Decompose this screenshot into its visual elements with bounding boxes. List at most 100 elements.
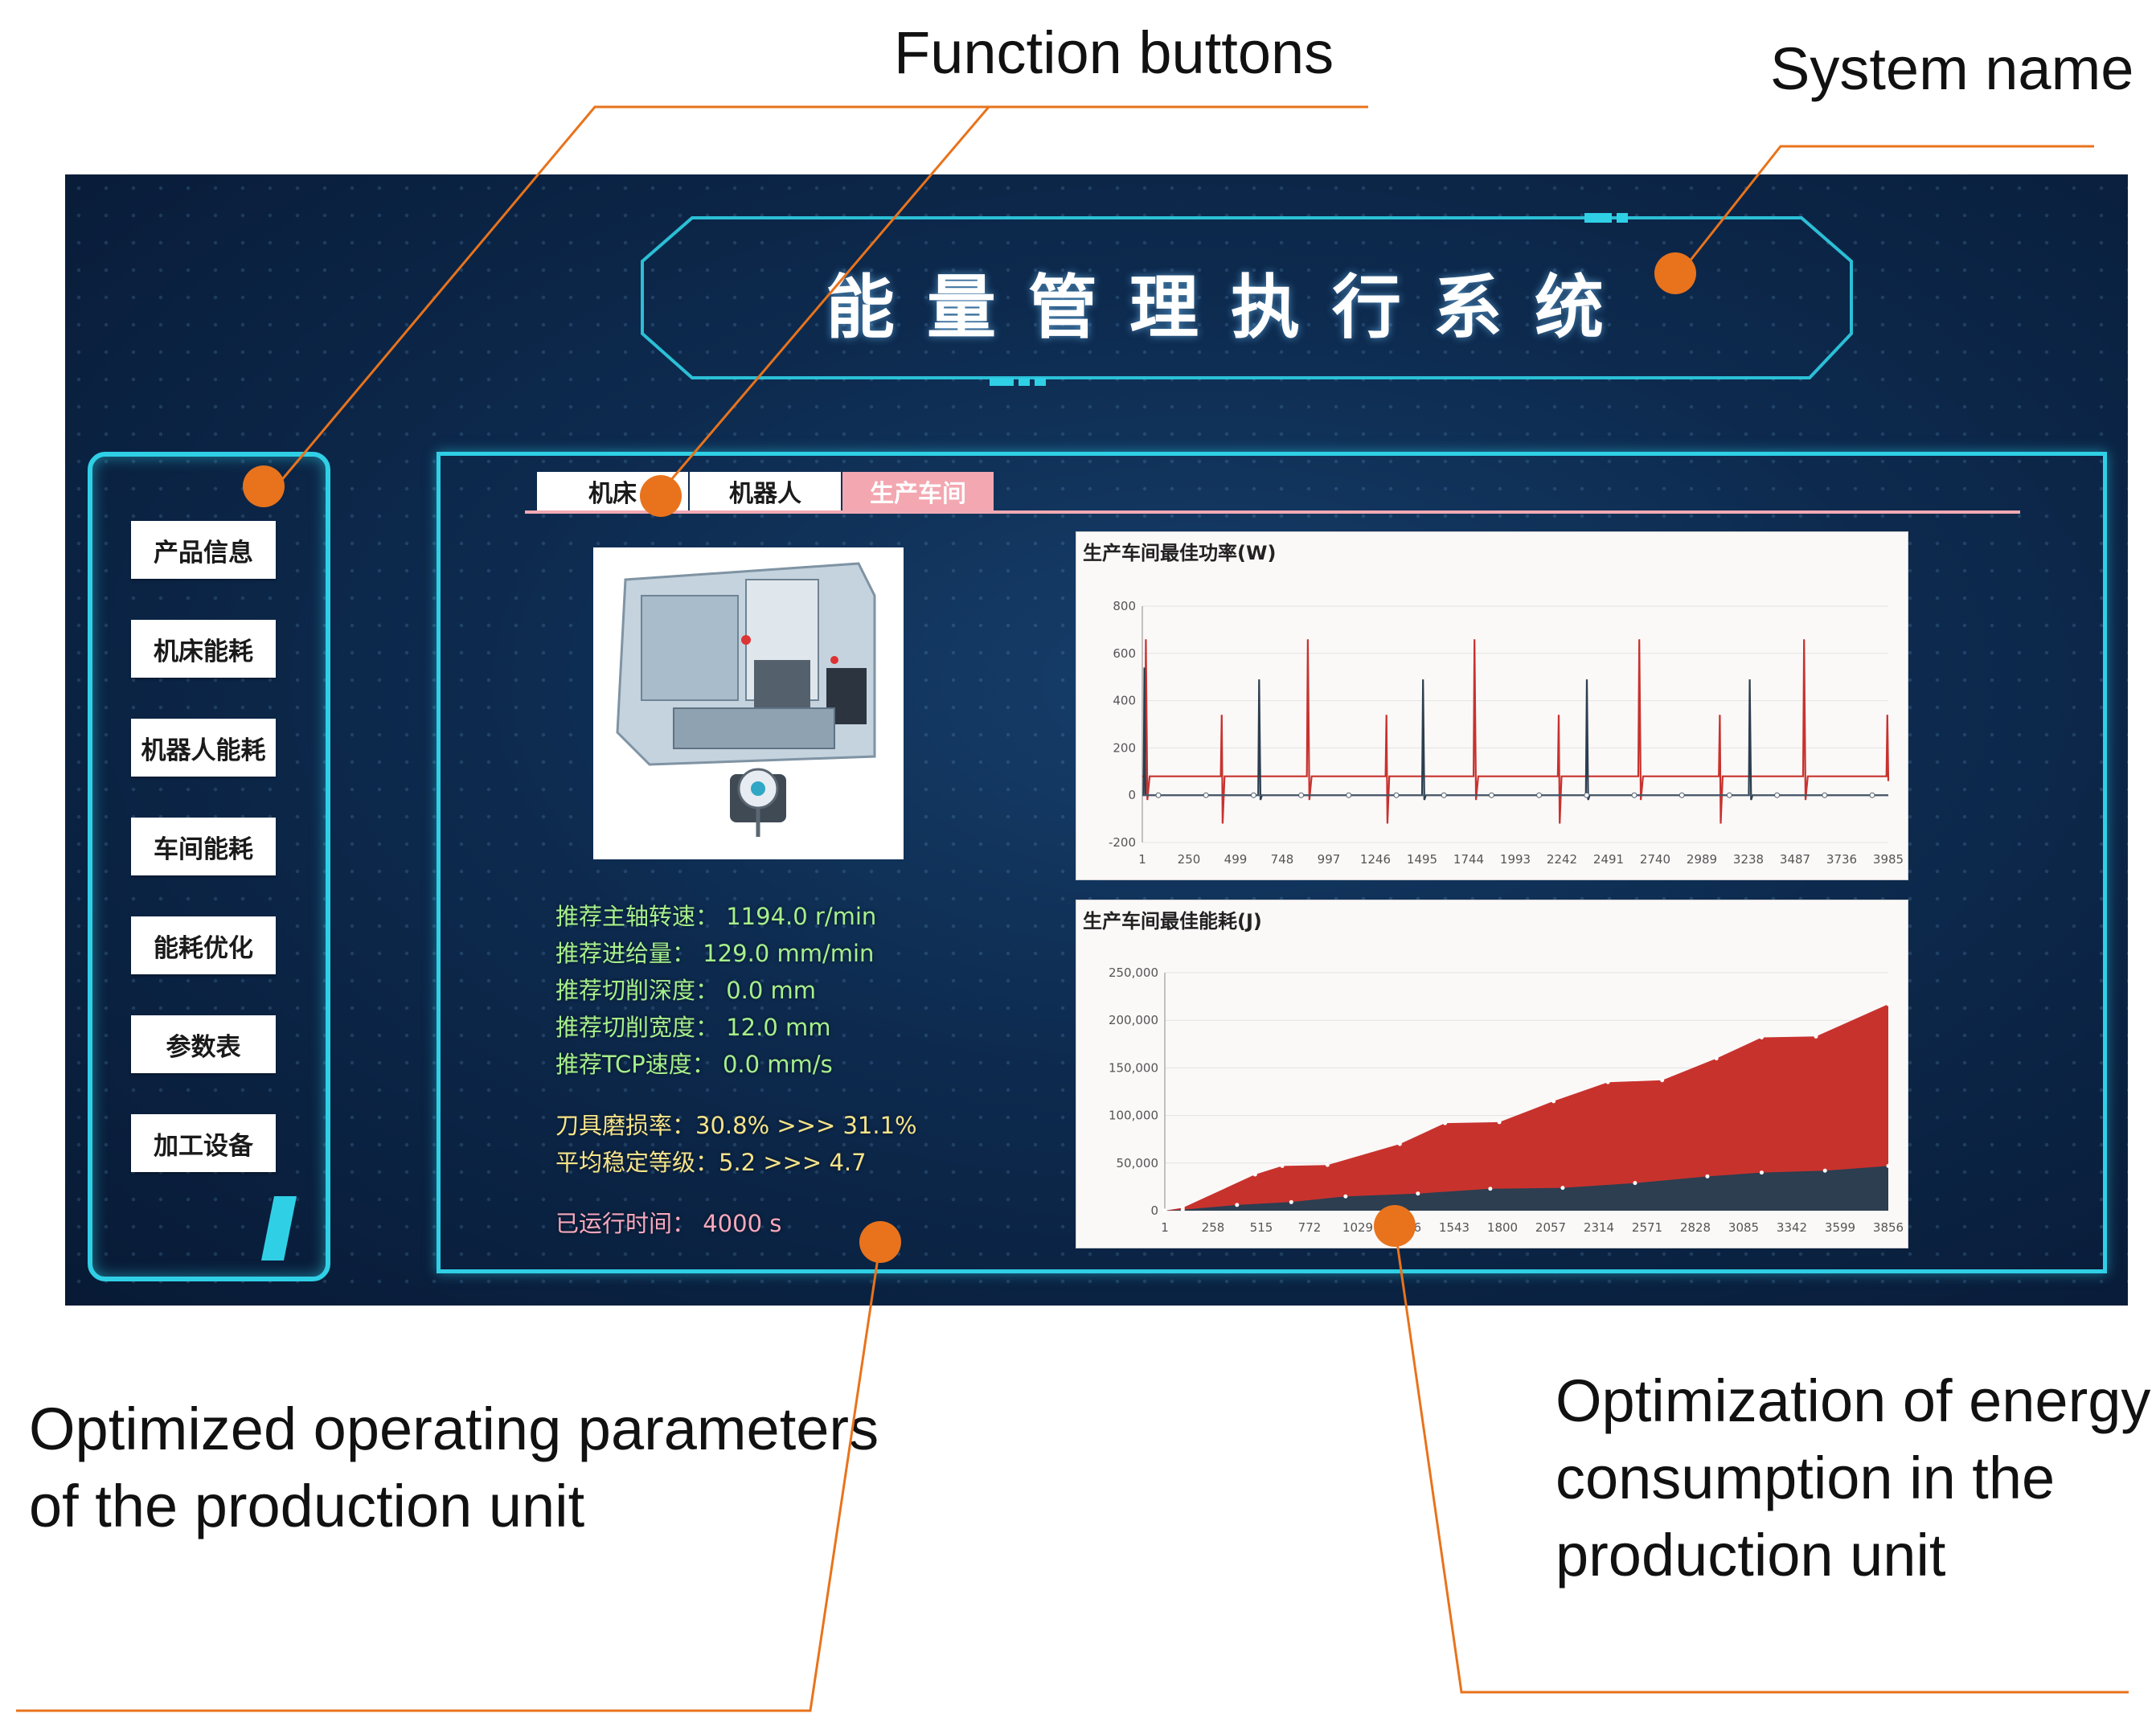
tab-underline (525, 510, 2020, 514)
baseline-marker (1393, 792, 1400, 798)
x-tick-label: 3736 (1826, 852, 1857, 867)
x-tick-label: 1993 (1500, 852, 1531, 867)
sidebar-item-parameter-table[interactable]: 参数表 (131, 1015, 276, 1073)
x-tick-label: 250 (1178, 852, 1201, 867)
sidebar-item-processing-equipment[interactable]: 加工设备 (131, 1114, 276, 1172)
baseline-marker (1678, 792, 1685, 798)
machine-tool-image (593, 547, 904, 859)
baseline-marker (1203, 792, 1209, 798)
baseline-marker (1869, 792, 1875, 798)
data-point (1235, 1203, 1240, 1207)
x-tick-label: 258 (1202, 1220, 1225, 1235)
sidebar-item-robot-energy[interactable]: 机器人能耗 (131, 719, 276, 777)
baseline-marker (1441, 792, 1447, 798)
x-tick-label: 2989 (1687, 852, 1717, 867)
baseline-marker (1298, 792, 1305, 798)
x-tick-label: 2828 (1680, 1220, 1711, 1235)
x-tick-label: 3599 (1825, 1220, 1855, 1235)
data-point (1443, 1121, 1448, 1125)
x-tick-label: 2571 (1632, 1220, 1662, 1235)
sidebar-item-energy-optimization[interactable]: 能耗优化 (131, 916, 276, 974)
x-tick-label: 1543 (1439, 1220, 1469, 1235)
param-cut-depth: 推荐切削深度： 0.0 mm (555, 977, 817, 1004)
data-point (1280, 1163, 1285, 1168)
data-point (1605, 1080, 1610, 1084)
tab-robot[interactable]: 机器人 (690, 472, 841, 510)
data-point (1759, 1170, 1764, 1175)
annotation-system-name: System name (1770, 35, 2134, 102)
y-tick-label: 200 (1113, 740, 1136, 755)
x-tick-label: 3342 (1777, 1220, 1807, 1235)
x-tick-label: 2491 (1593, 852, 1624, 867)
data-point (1289, 1199, 1293, 1204)
x-tick-label: 2740 (1640, 852, 1670, 867)
annotation-parameters-line1: Optimized operating parameters (29, 1396, 879, 1462)
tab-workshop[interactable]: 生产车间 (842, 472, 994, 510)
y-tick-label: 50,000 (1117, 1156, 1159, 1170)
data-point (1714, 1056, 1719, 1061)
param-runtime: 已运行时间： 4000 s (555, 1210, 782, 1237)
baseline-marker (1536, 792, 1543, 798)
power-chart-title: 生产车间最佳功率(W) (1083, 542, 1277, 564)
series-line-1 (1142, 667, 1888, 801)
x-tick-label: 3487 (1780, 852, 1810, 867)
baseline-marker (1584, 792, 1590, 798)
baseline-marker (1726, 792, 1732, 798)
corner-decoration (261, 1196, 297, 1261)
x-tick-label: 499 (1224, 852, 1248, 867)
baseline-marker (1631, 792, 1637, 798)
x-tick-label: 1800 (1487, 1220, 1518, 1235)
x-tick-label: 748 (1271, 852, 1294, 867)
data-point (1705, 1174, 1710, 1179)
baseline-marker (1346, 792, 1352, 798)
sidebar-item-machine-energy[interactable]: 机床能耗 (131, 620, 276, 678)
annotation-energy: Optimization of energy consumption in th… (1556, 1363, 2150, 1595)
data-point (1759, 1035, 1764, 1040)
data-point (1325, 1162, 1330, 1167)
data-point (1560, 1186, 1565, 1191)
series-area-0 (1165, 1004, 1888, 1211)
x-tick-label: 515 (1250, 1220, 1273, 1235)
data-point (1814, 1034, 1818, 1039)
main-panel: 机床 机器人 生产车间 推荐主轴转速： 1194.0 r/min 推荐进给量： … (437, 452, 2107, 1273)
x-tick-label: 2242 (1547, 852, 1577, 867)
x-tick-label: 772 (1298, 1220, 1322, 1235)
y-tick-label: 600 (1113, 646, 1136, 661)
data-point (1497, 1120, 1502, 1125)
param-stability: 平均稳定等级：5.2 >>> 4.7 (555, 1149, 867, 1176)
sidebar: 产品信息 机床能耗 机器人能耗 车间能耗 能耗优化 参数表 加工设备 (88, 452, 330, 1281)
x-tick-label: 2314 (1584, 1220, 1614, 1235)
y-tick-label: 800 (1113, 599, 1136, 613)
data-point (1886, 1163, 1891, 1168)
annotation-parameters-line2: of the production unit (29, 1473, 585, 1540)
series-line-0 (1142, 639, 1890, 824)
y-tick-label: 0 (1128, 788, 1136, 802)
x-tick-label: 3856 (1873, 1220, 1904, 1235)
param-spindle-speed: 推荐主轴转速： 1194.0 r/min (555, 903, 877, 930)
data-point (1180, 1207, 1185, 1212)
tab-machine[interactable]: 机床 (537, 472, 688, 510)
x-tick-label: 1286 (1391, 1220, 1421, 1235)
system-title: 能量管理执行系统 (826, 268, 1636, 348)
data-point (1162, 1208, 1167, 1213)
param-tool-wear: 刀具磨损率：30.8% >>> 31.1% (555, 1112, 917, 1139)
x-tick-label: 2057 (1535, 1220, 1566, 1235)
sidebar-item-workshop-energy[interactable]: 车间能耗 (131, 818, 276, 875)
data-point (1551, 1099, 1556, 1104)
x-tick-label: 3238 (1733, 852, 1764, 867)
data-point (1397, 1142, 1402, 1146)
energy-chart-title: 生产车间最佳能耗(J) (1083, 910, 1262, 933)
y-tick-label: 150,000 (1109, 1060, 1158, 1075)
x-tick-label: 1 (1138, 852, 1146, 867)
param-tcp-speed: 推荐TCP速度： 0.0 mm/s (555, 1051, 833, 1078)
x-tick-label: 1 (1161, 1220, 1169, 1235)
sidebar-item-product-info[interactable]: 产品信息 (131, 521, 276, 579)
annotation-energy-line1: Optimization of energy (1556, 1367, 2151, 1434)
x-tick-label: 1029 (1342, 1220, 1373, 1235)
dashboard-screen: 能量管理执行系统 产品信息 机床能耗 机器人能耗 车间能耗 能耗优化 参数表 加… (65, 174, 2128, 1306)
baseline-marker (1155, 792, 1162, 798)
